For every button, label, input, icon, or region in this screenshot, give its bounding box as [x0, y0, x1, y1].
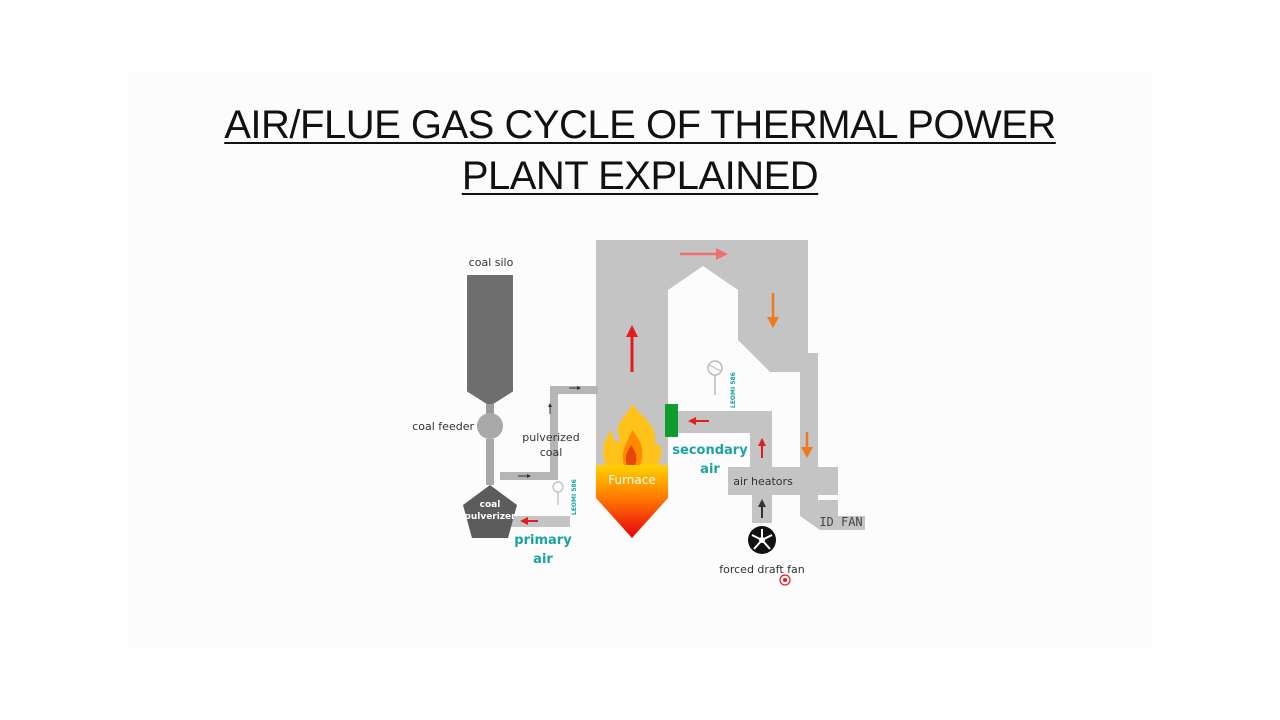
flue-gas-arrow-right — [680, 248, 728, 260]
secondary-air-duct-vertical — [750, 411, 772, 467]
coal-feeder — [477, 413, 503, 439]
flue-gas-arrow-down-1 — [767, 293, 779, 328]
label-air-heaters: air heators — [733, 475, 793, 488]
label-coal-pulverizer-1: coal — [480, 500, 501, 510]
coal-pulverizer — [463, 485, 517, 538]
secondary-air-arrow-up — [758, 438, 766, 458]
flame-icon — [603, 404, 662, 465]
fd-fan-arrow-up — [758, 499, 766, 518]
feeder-pipe — [486, 439, 494, 485]
title-line-2: PLANT EXPLAINED — [461, 154, 819, 198]
label-coal-pulverizer-2: pulverizer — [464, 512, 516, 522]
coal-pipe-arrow-2 — [548, 403, 552, 414]
label-coal-silo: coal silo — [469, 256, 514, 269]
cursor-dot-icon — [779, 574, 791, 586]
fan-icon — [748, 526, 776, 554]
page-title: AIR/FLUE GAS CYCLE OF THERMAL POWER PLAN… — [0, 100, 1280, 202]
secondary-air-arrow-left — [688, 417, 709, 425]
label-pulverized-coal-1: pulverized — [522, 431, 579, 444]
coal-pipe-arrow-1 — [518, 474, 531, 478]
label-pulverized-coal-2: coal — [540, 446, 563, 459]
coal-pipe-arrow-3 — [569, 386, 581, 390]
label-furnace: Furnace — [608, 473, 656, 487]
label-forced-draft-fan: forced draft fan — [719, 563, 805, 576]
thermometer-icon-small — [552, 481, 564, 505]
silo-feed-pipe — [486, 404, 494, 418]
watermark-text-2: LEOMI 586 — [571, 479, 578, 515]
flue-gas-arrow-down-2 — [801, 432, 813, 458]
boiler-duct — [596, 240, 865, 538]
secondary-air-duct-horizontal — [668, 411, 772, 433]
furnace-chamber — [596, 465, 668, 538]
label-primary-air-1: primary — [514, 533, 572, 548]
title-line-1: AIR/FLUE GAS CYCLE OF THERMAL POWER — [224, 103, 1056, 147]
primary-air-arrow-left — [520, 517, 538, 525]
label-secondary-air-1: secondary — [672, 443, 748, 458]
label-coal-feeder: coal feeder — [412, 420, 474, 433]
label-primary-air-2: air — [533, 552, 553, 567]
thermometer-icon — [707, 360, 723, 395]
burner-icon — [665, 404, 678, 437]
label-secondary-air-2: air — [700, 462, 720, 477]
air-heater-block — [728, 467, 838, 495]
primary-air-duct — [508, 516, 570, 527]
coal-silo — [465, 273, 515, 407]
label-id-fan: ID FAN — [819, 515, 862, 529]
watermark-text-1: LEOMI 586 — [730, 372, 737, 408]
flue-gas-arrow-up — [626, 325, 638, 372]
